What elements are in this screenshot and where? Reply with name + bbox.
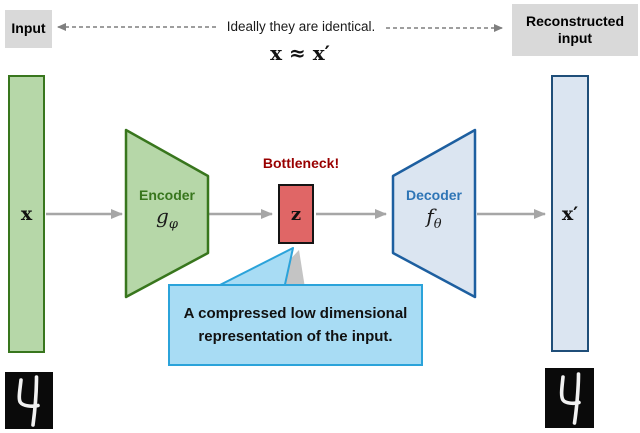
- digit-stroke: [559, 375, 581, 406]
- ideally-identical-text: Ideally they are identical.: [226, 19, 376, 34]
- encoder-fn-subscript: φ: [168, 217, 178, 232]
- input-label: Input: [11, 20, 46, 37]
- digit-stroke: [572, 372, 581, 425]
- digit-stroke: [31, 375, 39, 427]
- reconstructed-vector-rect: x′: [551, 75, 589, 352]
- encoder-title: Encoder: [138, 187, 195, 203]
- callout-line-1: A compressed low dimensional: [183, 305, 408, 322]
- callout-tail: [211, 247, 294, 290]
- decoder-trapezoid: [391, 128, 477, 299]
- decoder-title: Decoder: [405, 187, 463, 203]
- reconstructed-label-box: Reconstructed input: [512, 4, 638, 56]
- mnist-digit-4-reconstructed-image: [545, 368, 594, 428]
- encoder-trapezoid: [124, 128, 210, 299]
- decoder-fn-base: f: [426, 204, 434, 228]
- bottleneck-label: Bottleneck!: [262, 155, 340, 171]
- x-label: x: [20, 203, 33, 225]
- x-prime-label: x′: [561, 202, 579, 225]
- input-vector-rect: x: [8, 75, 45, 353]
- x-approx-xprime-formula: x ≈ x′: [270, 41, 330, 65]
- mnist-digit-4-input-image: [5, 372, 53, 429]
- decoder-function-label: fθ: [393, 204, 475, 232]
- callout-line-2: representation of the input.: [198, 328, 393, 345]
- bottleneck-z-box: z: [278, 184, 314, 244]
- encoder-function-label: gφ: [126, 204, 208, 232]
- decoder-fn-subscript: θ: [433, 217, 442, 232]
- digit-stroke: [17, 378, 40, 408]
- input-label-box: Input: [5, 10, 52, 48]
- z-label: z: [290, 203, 302, 225]
- reconstructed-label: Reconstructed input: [525, 12, 625, 47]
- encoder-fn-base: g: [156, 204, 169, 228]
- bottleneck-callout-bubble: A compressed low dimensional representat…: [168, 284, 423, 366]
